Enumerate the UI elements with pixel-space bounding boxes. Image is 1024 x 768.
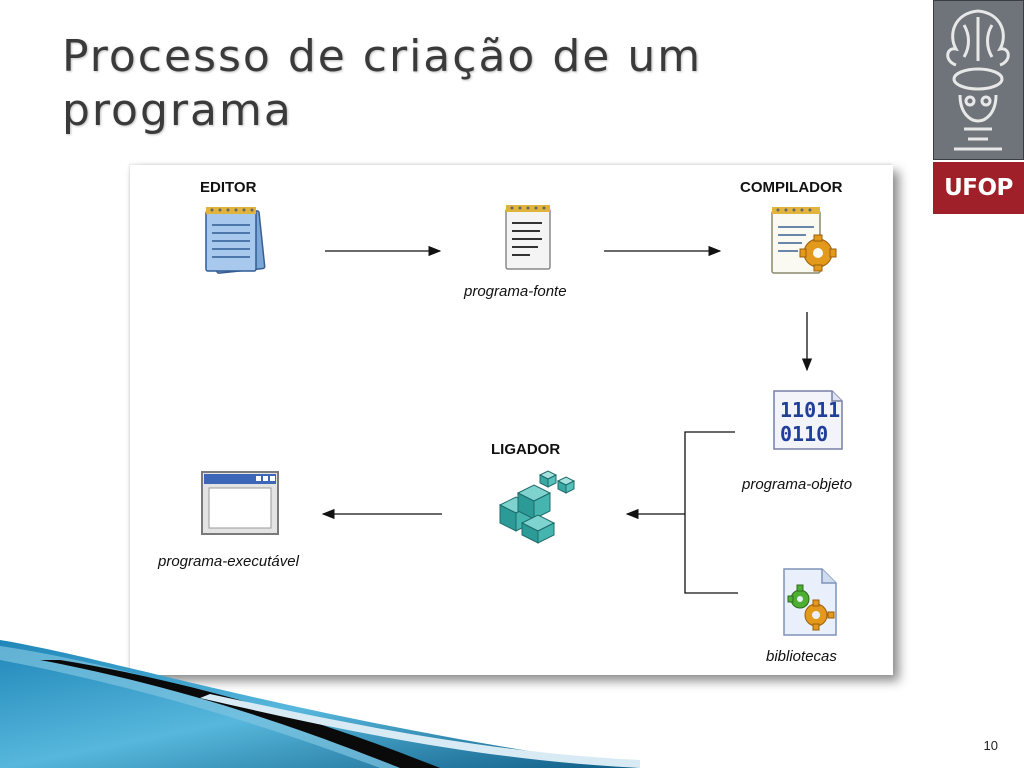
logo-text: UFOP — [944, 175, 1013, 201]
source-document-icon — [505, 205, 551, 270]
slide-title: Processo de criação de um programa — [62, 31, 703, 136]
libraries-label: bibliotecas — [766, 648, 837, 665]
logo-band: UFOP — [933, 162, 1024, 214]
page-number: 10 — [983, 738, 998, 753]
diagram-panel: EDITOR programa-fonte COMPILADOR — [130, 165, 893, 675]
compiler-icon — [771, 207, 837, 274]
binary-object-icon: 11011 0110 — [773, 390, 843, 450]
linker-label: LIGADOR — [491, 441, 561, 458]
compiler-label: COMPILADOR — [740, 179, 843, 196]
notepad-icon — [205, 207, 266, 274]
executable-label: programa-executável — [158, 553, 299, 570]
editor-label: EDITOR — [200, 179, 257, 196]
library-file-icon — [783, 568, 837, 636]
source-label: programa-fonte — [464, 283, 567, 300]
binary-line-1: 11011 — [780, 398, 840, 422]
decorative-wave — [0, 640, 640, 768]
emblem-icon — [933, 0, 1024, 160]
bracket-object-libraries — [684, 431, 738, 594]
linker-cubes-icon — [498, 470, 576, 544]
application-window-icon — [201, 471, 279, 535]
binary-line-2: 0110 — [780, 422, 828, 446]
ufop-logo: UFOP — [933, 0, 1024, 214]
object-label: programa-objeto — [742, 476, 853, 493]
flow-arrows — [321, 245, 813, 594]
